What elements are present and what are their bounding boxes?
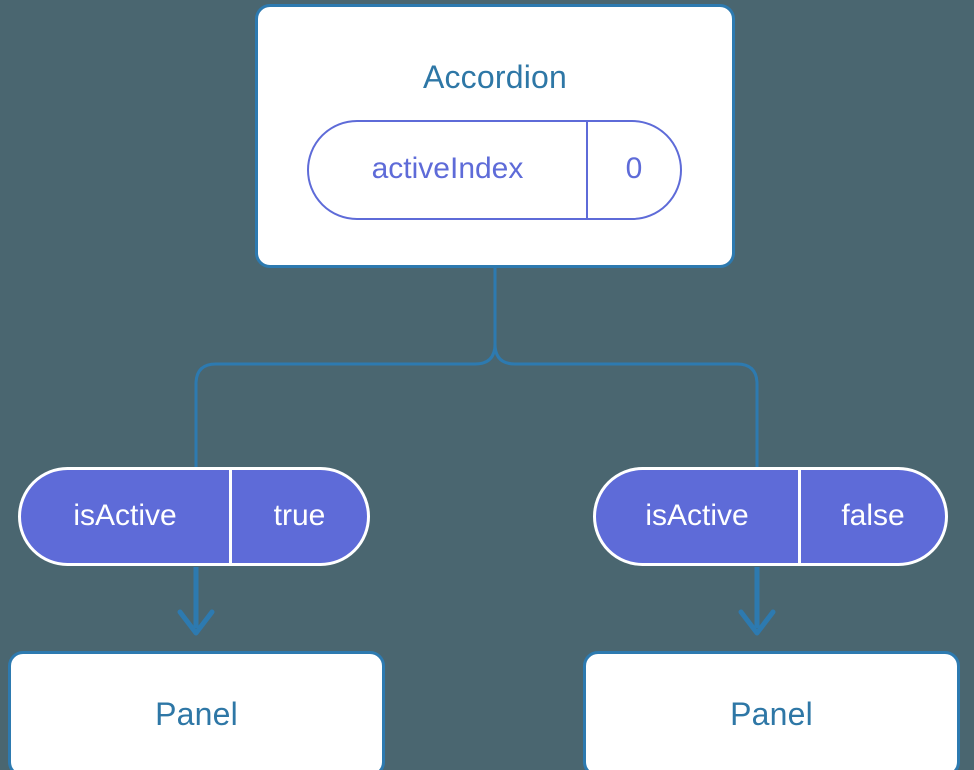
state-pill-key: activeIndex [309, 122, 588, 218]
prop-pill-is-active-false[interactable]: isActive false [593, 467, 948, 566]
state-pill-active-index[interactable]: activeIndex 0 [307, 120, 682, 220]
prop-pill-key: isActive [21, 470, 232, 563]
node-panel-right[interactable]: Panel [583, 651, 960, 770]
node-accordion-title: Accordion [422, 59, 568, 95]
prop-pill-value: false [841, 498, 905, 532]
node-panel-left-title: Panel [155, 696, 238, 732]
prop-pill-key: isActive [596, 470, 801, 563]
connector-trunk-split [194, 266, 497, 472]
state-pill-value: 0 [625, 152, 643, 185]
arrow-head-right [738, 609, 776, 636]
node-panel-right-title: Panel [730, 696, 813, 732]
node-panel-left[interactable]: Panel [8, 651, 385, 770]
connector-trunk-split-right [493, 266, 759, 472]
arrow-head-left [177, 609, 215, 636]
prop-pill-is-active-true[interactable]: isActive true [18, 467, 370, 566]
prop-pill-value: true [273, 498, 326, 532]
